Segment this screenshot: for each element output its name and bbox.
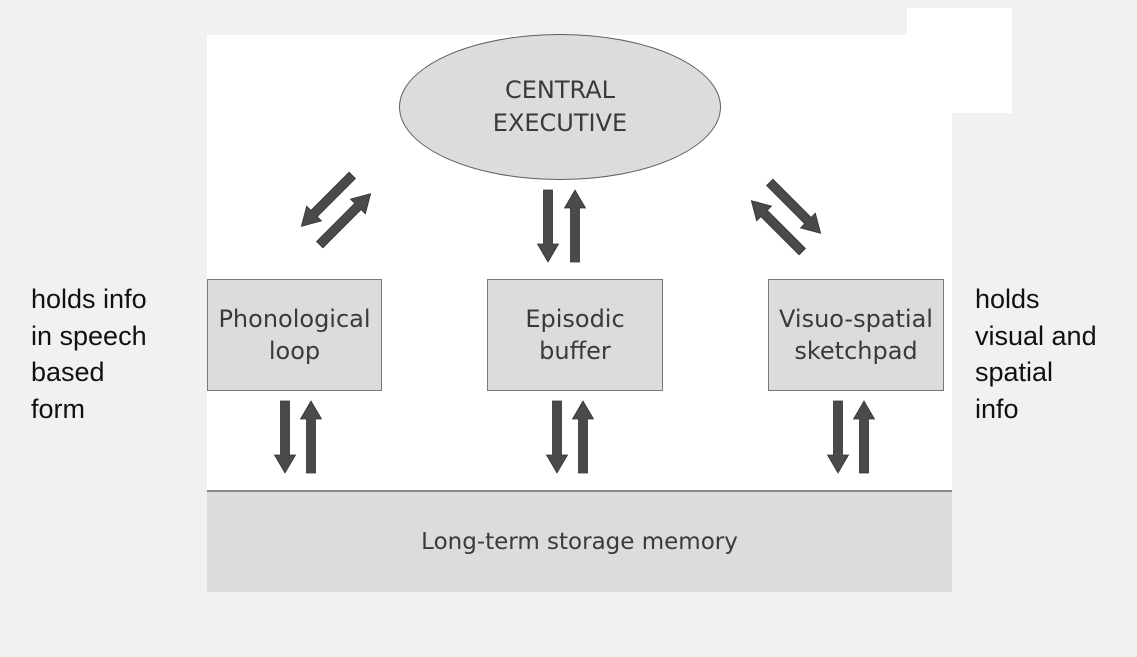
arrow-loop-to-executive <box>311 185 379 253</box>
visuo-spatial-sketchpad-node: Visuo-spatial sketchpad <box>768 279 944 391</box>
visuo-spatial-annotation: holds visual and spatial info <box>975 284 1097 424</box>
arrow-sketchpad-to-ltm <box>827 400 849 474</box>
long-term-storage-label: Long-term storage memory <box>421 529 738 555</box>
arrow-buffer-to-ltm <box>546 400 568 474</box>
arrow-sketchpad-to-executive <box>743 192 811 260</box>
episodic-buffer-node: Episodic buffer <box>487 279 663 391</box>
arrow-ltm-to-loop <box>300 400 322 474</box>
episodic-buffer-label: Episodic buffer <box>525 305 625 365</box>
long-term-storage-node: Long-term storage memory <box>207 490 952 592</box>
phonological-loop-node: Phonological loop <box>207 279 382 391</box>
arrow-ltm-to-buffer <box>572 400 594 474</box>
arrow-executive-to-loop <box>293 167 361 235</box>
central-executive-node: CENTRAL EXECUTIVE <box>399 34 721 180</box>
arrow-ltm-to-sketchpad <box>853 400 875 474</box>
phonological-annotation: holds info in speech based form <box>31 284 147 424</box>
arrow-loop-to-ltm <box>274 400 296 474</box>
central-executive-label: CENTRAL EXECUTIVE <box>492 76 628 137</box>
arrow-buffer-to-executive <box>564 189 586 263</box>
arrow-executive-to-buffer <box>537 189 559 263</box>
visuo-spatial-sketchpad-label: Visuo-spatial sketchpad <box>779 305 933 365</box>
phonological-loop-label: Phonological loop <box>218 305 371 365</box>
corner-blank-patch <box>907 8 1012 113</box>
arrow-executive-to-sketchpad <box>761 174 829 242</box>
